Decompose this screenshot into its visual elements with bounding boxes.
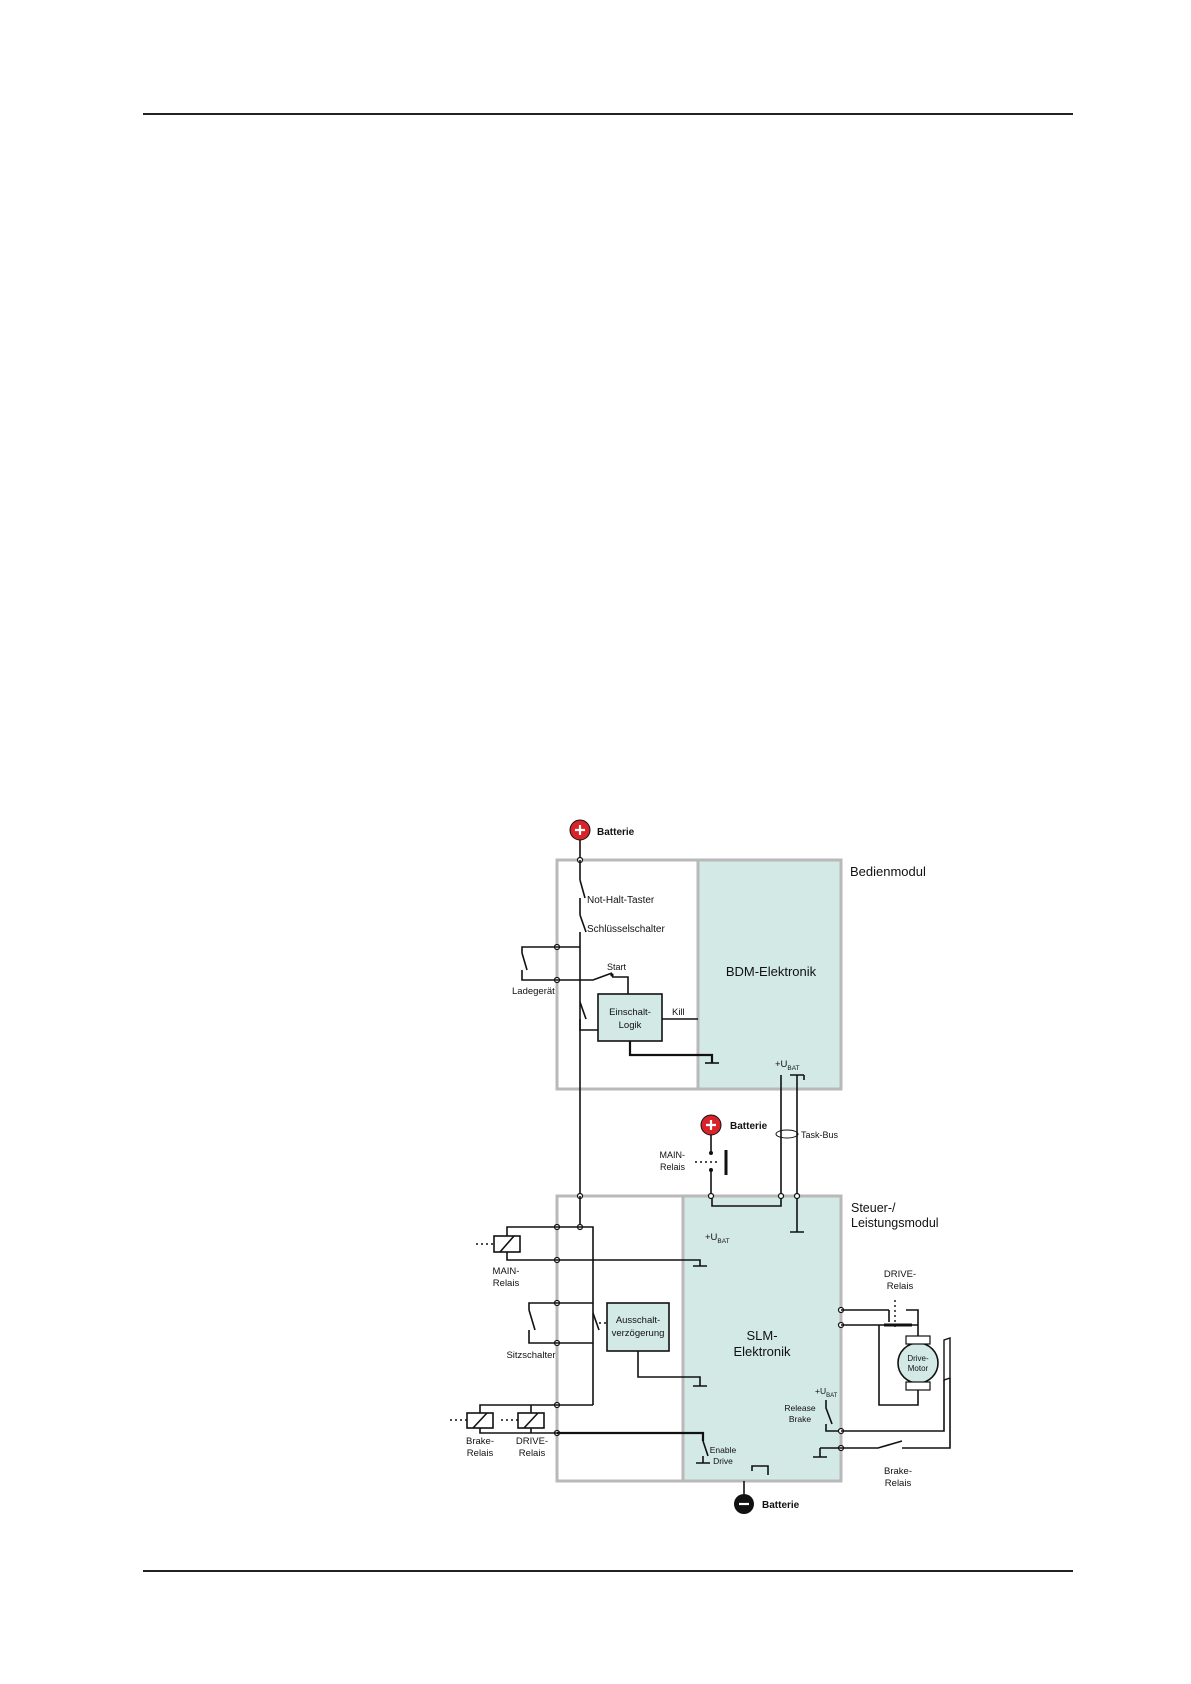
steuermodul-label-1: Steuer-/ xyxy=(851,1201,896,1215)
motor-brush-bottom-icon xyxy=(905,1381,931,1391)
ausschalt-label-2: verzögerung xyxy=(612,1328,665,1339)
drive-motor-label-2: Motor xyxy=(908,1364,929,1373)
slm-elektronik-box xyxy=(681,1194,843,1483)
coil-slash-icon xyxy=(472,1412,488,1429)
main-relais-top-label-2: Relais xyxy=(660,1162,686,1172)
wire-ubat-ground xyxy=(790,1074,805,1090)
plus-sign-icon xyxy=(575,825,585,835)
wire-enable-drive xyxy=(557,1431,705,1441)
brake-relais-right-label-1: Brake- xyxy=(884,1466,912,1477)
sitz-inner-switch-icon xyxy=(592,1312,600,1331)
main-relais-left-label-2: Relais xyxy=(493,1278,520,1289)
ubat-bottom-label: +UBAT xyxy=(705,1232,730,1245)
node xyxy=(793,1192,801,1200)
sitzschalter-label: Sitzschalter xyxy=(506,1350,555,1361)
node xyxy=(707,1192,715,1200)
ladegeraet-label: Ladegerät xyxy=(512,986,555,997)
ubat-right-label: +UBAT xyxy=(815,1386,838,1399)
main-relais-top-label-1: MAIN- xyxy=(660,1150,686,1160)
drive-motor-label-1: Drive- xyxy=(907,1354,929,1363)
drive-relais-right-label-1: DRIVE- xyxy=(884,1269,916,1280)
drive-relais-left-label-2: Relais xyxy=(519,1448,546,1459)
start-switch-icon xyxy=(580,972,629,994)
coil-slash-icon xyxy=(523,1412,539,1429)
drive-relais-contacts xyxy=(888,1309,919,1325)
einschalt-logik-label-1: Einschalt- xyxy=(609,1007,651,1018)
wire-brake-ground xyxy=(813,1447,841,1458)
wire-ladegeraet-out xyxy=(521,946,557,953)
ausschalt-label-1: Ausschalt- xyxy=(616,1315,660,1326)
coil-slash-icon xyxy=(499,1235,515,1253)
batterie-mid-label: Batterie xyxy=(730,1121,768,1132)
node xyxy=(709,1151,713,1155)
bedienmodul-label: Bedienmodul xyxy=(850,864,926,879)
wire-sitz-trunk xyxy=(580,1226,594,1405)
battery-plus-mid xyxy=(700,1114,722,1136)
wire-logik-ground xyxy=(628,1041,714,1063)
brake-relais-left-label-1: Brake- xyxy=(466,1436,494,1447)
node xyxy=(610,973,614,977)
footer-rule xyxy=(143,1570,1073,1572)
enable-drive-label-2: Drive xyxy=(713,1456,733,1466)
key-switch-icon xyxy=(579,914,587,933)
sitzschalter-switch-icon xyxy=(528,1302,557,1344)
wire-release-brake xyxy=(841,1380,945,1432)
wire-einschalt-in xyxy=(579,1019,598,1031)
wire-bus-ground-icon xyxy=(790,1206,804,1233)
release-brake-switch-icon xyxy=(825,1400,841,1432)
wire-drive-relais xyxy=(841,1309,918,1326)
plus-sign-icon xyxy=(706,1120,716,1130)
wire-relais-coils-bottom xyxy=(479,1428,557,1434)
wire-relais-coils-top xyxy=(479,1404,557,1413)
einschalt-logik-box xyxy=(597,993,663,1042)
slm-label-1: SLM- xyxy=(746,1328,777,1343)
release-brake-label-1: Release xyxy=(784,1403,815,1413)
not-halt-label: Not-Halt-Taster xyxy=(587,895,655,906)
task-bus-icon xyxy=(775,1129,799,1139)
drive-motor-icon xyxy=(897,1342,939,1384)
brake-relais-right-switch xyxy=(841,1378,951,1449)
einschalt-switch-icon xyxy=(579,1001,587,1020)
slm-label-2: Elektronik xyxy=(733,1344,791,1359)
drive-relais-left-label-1: DRIVE- xyxy=(516,1436,548,1447)
ladegeraet-switch-icon xyxy=(521,952,557,981)
ausschalt-verzoegerung-box xyxy=(606,1302,670,1352)
wire-motor-loop xyxy=(878,1325,919,1406)
steuermodul-label-2: Leistungsmodul xyxy=(851,1216,939,1230)
wire-mainrelais-coil xyxy=(506,1226,557,1261)
batterie-minus-label: Batterie xyxy=(762,1500,800,1511)
main-relais-left-label-1: MAIN- xyxy=(493,1266,520,1277)
bedienmodul-block xyxy=(555,858,843,1091)
wire-slm-ground xyxy=(751,1465,769,1475)
wire-mainrelais-b xyxy=(557,1259,707,1267)
release-brake-label-2: Brake xyxy=(789,1414,811,1424)
ubat-top-label: +UBAT xyxy=(775,1059,800,1072)
einschalt-logik-label-2: Logik xyxy=(619,1020,642,1031)
wire-ausschalt-ground xyxy=(637,1351,707,1387)
wire-ubat-bus xyxy=(711,1075,782,1207)
batterie-top-label: Batterie xyxy=(597,827,635,838)
kill-label: Kill xyxy=(672,1007,685,1018)
not-halt-switch-icon xyxy=(579,879,586,899)
start-label: Start xyxy=(607,962,627,972)
brake-icon xyxy=(943,1337,951,1381)
wire-sitz xyxy=(557,1302,593,1344)
enable-drive-switch-icon xyxy=(696,1440,710,1464)
bdm-elektronik-box xyxy=(696,858,843,1091)
schluesselschalter-label: Schlüsselschalter xyxy=(587,924,665,935)
steuer-leistungsmodul-block xyxy=(555,1194,843,1483)
drive-relais-right-label-2: Relais xyxy=(887,1281,914,1292)
brake-relais-left-label-2: Relais xyxy=(467,1448,494,1459)
task-bus-label: Task-Bus xyxy=(801,1130,839,1140)
header-rule xyxy=(143,113,1073,115)
node xyxy=(777,1192,785,1200)
brake-relais-right-label-2: Relais xyxy=(885,1478,912,1489)
battery-plus-top xyxy=(569,819,591,841)
bdm-elektronik-label: BDM-Elektronik xyxy=(726,964,817,979)
motor-brush-top-icon xyxy=(905,1335,931,1345)
enable-drive-label-1: Enable xyxy=(710,1445,737,1455)
